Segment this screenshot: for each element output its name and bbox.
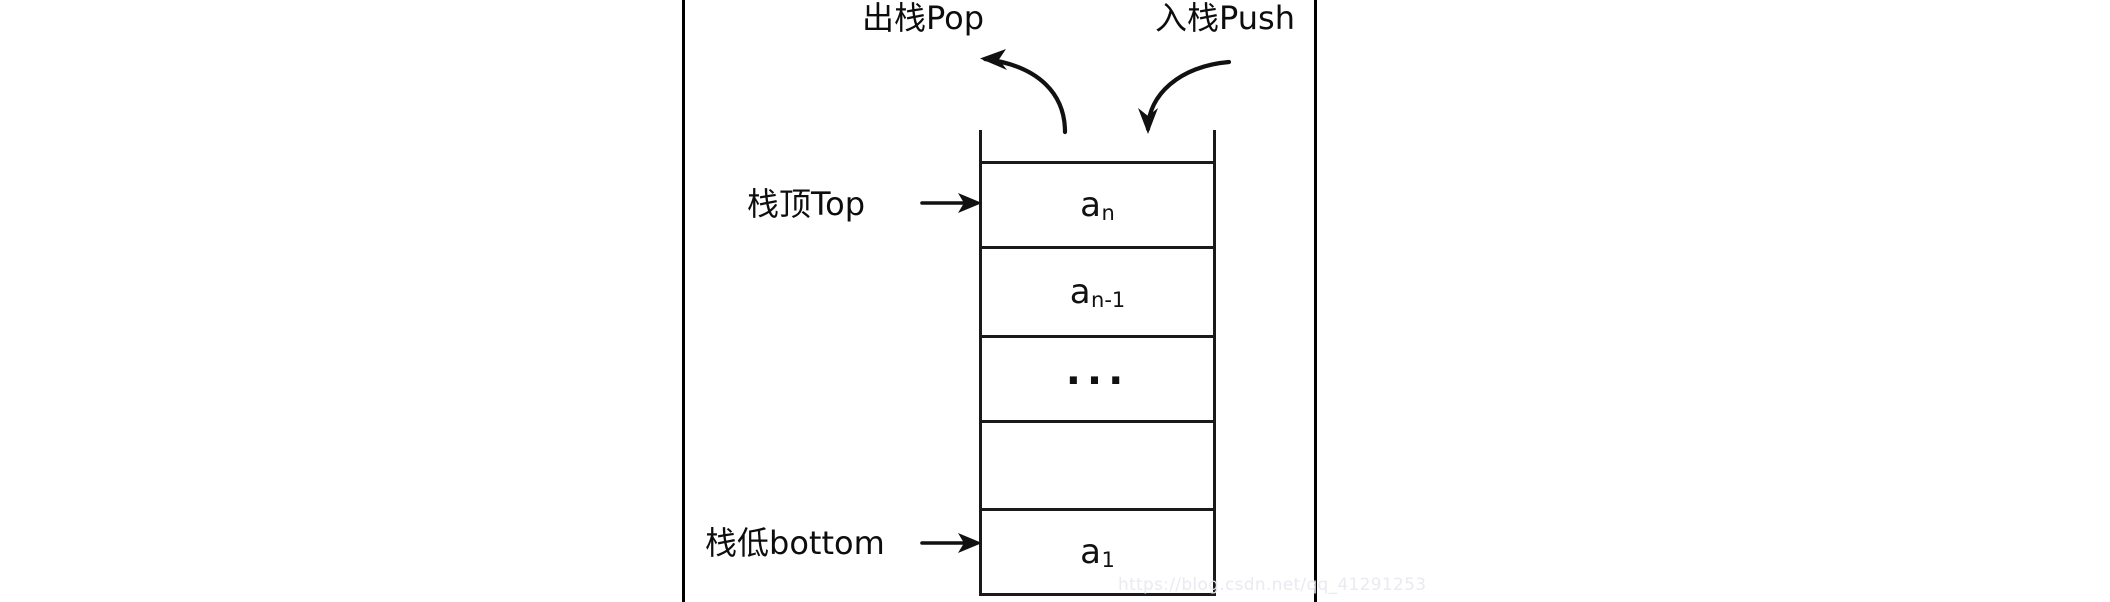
stack-divider-4: [979, 508, 1216, 511]
stack-divider-0: [979, 161, 1216, 164]
stack-cell-ellipsis-label: ...: [1065, 348, 1130, 394]
stack-cell-a1-label: a1: [1080, 532, 1115, 572]
push-arrow: [1138, 59, 1232, 134]
stack-cell-a1: a1: [979, 511, 1216, 593]
stack-cell-an-1-label: an-1: [1069, 272, 1126, 312]
pop-arrow: [980, 49, 1068, 135]
stack-cell-an: an: [979, 164, 1216, 246]
stack-divider-1: [979, 246, 1216, 249]
page-border-left-rule: [682, 0, 685, 602]
stack-cell-an-1: an-1: [979, 249, 1216, 335]
top-pointer-arrow: [920, 193, 982, 213]
stack-wall-right: [1213, 130, 1216, 596]
stack-cell-empty-middle: [979, 423, 1216, 508]
stack-cell-an-label: an: [1080, 185, 1115, 225]
stack-top-label: 栈顶Top: [747, 185, 866, 223]
stack-divider-3: [979, 420, 1216, 423]
stack-container: an an-1 ... a1: [979, 130, 1216, 596]
watermark-text: https://blog.csdn.net/qq_41291253: [1118, 575, 1427, 595]
stack-divider-2: [979, 335, 1216, 338]
push-label: 入栈Push: [1155, 0, 1295, 37]
stack-wall-left: [979, 130, 982, 596]
pop-label: 出栈Pop: [862, 0, 985, 37]
stack-cell-ellipsis: ...: [979, 338, 1216, 420]
page-border-right-rule: [1314, 0, 1317, 602]
stack-cell-empty-top: [979, 130, 1216, 161]
bottom-pointer-arrow: [920, 533, 982, 553]
stack-bottom-rule: [979, 593, 1216, 596]
stack-bottom-label: 栈低bottom: [705, 524, 885, 562]
